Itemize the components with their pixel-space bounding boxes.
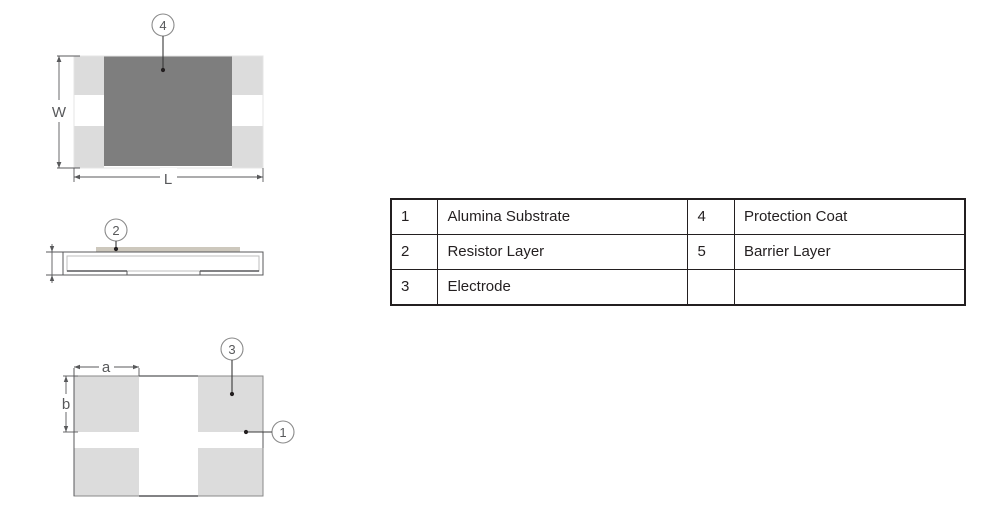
legend-name-empty: [733, 269, 966, 306]
dimension-a-arrow-left: [74, 364, 80, 370]
legend-table-body: 1 Alumina Substrate 4 Protection Coat 2 …: [390, 198, 966, 306]
dimension-a-label-mask: [99, 359, 114, 375]
dimension-b-label: b: [62, 396, 70, 413]
table-row: 1 Alumina Substrate 4 Protection Coat: [390, 198, 966, 235]
legend-number-4: 4: [687, 198, 735, 235]
dimension-L-label: L: [164, 171, 172, 188]
callout-4-dot: [160, 67, 166, 73]
side-view: 2: [46, 218, 264, 283]
callout-1-dot: [243, 429, 249, 435]
dimension-b-label-mask: [59, 394, 73, 412]
legend-number-3: 3: [390, 269, 439, 306]
legend-table: 1 Alumina Substrate 4 Protection Coat 2 …: [390, 198, 966, 306]
top-view: 4 W L: [52, 13, 264, 188]
top-view-pad-top-right: [232, 56, 263, 95]
bottom-view-pad-bottom-right: [198, 448, 263, 496]
legend-name-1: Alumina Substrate: [437, 198, 689, 235]
dimension-L-arrow-left: [74, 174, 80, 180]
legend-number-empty: [687, 269, 735, 306]
bottom-view-pad-bottom-left: [74, 448, 139, 496]
legend-number-1: 1: [390, 198, 439, 235]
bottom-view: a b 3 1: [59, 337, 295, 497]
callout-3-number: 3: [228, 342, 235, 357]
bottom-view-pad-top-right: [198, 376, 263, 432]
legend-name-3: Electrode: [437, 269, 689, 306]
dimension-thickness: [46, 244, 63, 283]
callout-2-number: 2: [112, 223, 119, 238]
legend-number-2: 2: [390, 234, 439, 270]
bottom-view-pad-top-left: [74, 376, 139, 432]
dimension-b: b: [59, 375, 78, 433]
dimension-W-label-mask: [52, 100, 67, 122]
legend-name-5: Barrier Layer: [733, 234, 966, 270]
dimension-b-arrow-bottom: [63, 426, 69, 432]
top-view-pad-top-left: [74, 56, 104, 95]
legend-name-4: Protection Coat: [733, 198, 966, 235]
callout-3-dot: [229, 391, 235, 397]
top-view-pad-bottom-right: [232, 126, 263, 168]
callout-2: 2: [104, 218, 128, 252]
dimension-thickness-arrow-top: [49, 246, 55, 252]
callout-4: 4: [151, 13, 175, 73]
dimension-W-arrow-bottom: [56, 162, 62, 168]
table-row: 3 Electrode: [390, 269, 966, 306]
dimension-b-arrow-top: [63, 376, 69, 382]
dimension-W-label: W: [52, 104, 67, 121]
callout-3: 3: [220, 337, 244, 397]
callout-2-dot: [113, 246, 119, 252]
callout-4-number: 4: [159, 18, 166, 33]
dimension-W-arrow-top: [56, 56, 62, 62]
top-view-protection-coat: [104, 56, 232, 166]
table-row: 2 Resistor Layer 5 Barrier Layer: [390, 234, 966, 270]
dimension-a: a: [73, 359, 140, 376]
callout-1-number: 1: [279, 425, 286, 440]
dimension-a-arrow-right: [133, 364, 139, 370]
callout-1: 1: [243, 420, 295, 444]
legend-number-5: 5: [687, 234, 735, 270]
dimension-W: W: [52, 55, 80, 169]
side-view-resistor-layer: [96, 247, 240, 252]
dimension-L-label-mask: [160, 168, 177, 186]
dimension-L-arrow-right: [257, 174, 263, 180]
dimension-L: L: [73, 168, 264, 188]
dimension-thickness-arrow-bottom: [49, 275, 55, 281]
top-view-pad-bottom-left: [74, 126, 104, 168]
dimension-a-label: a: [102, 359, 111, 376]
legend-name-2: Resistor Layer: [437, 234, 689, 270]
